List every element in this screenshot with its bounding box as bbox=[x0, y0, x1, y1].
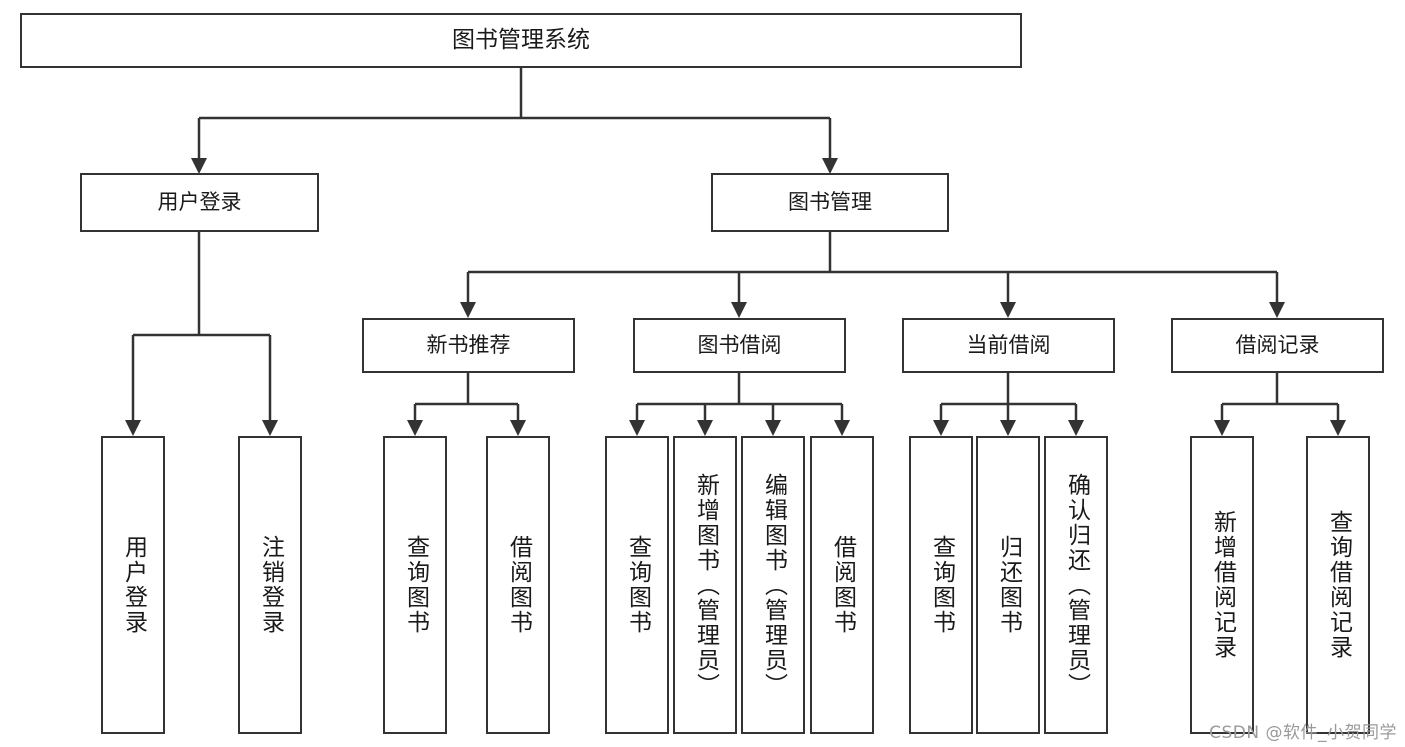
arrowhead-leaf11 bbox=[1068, 420, 1084, 436]
node-leaf-query-book-current[interactable]: 查询图书 bbox=[909, 436, 973, 734]
node-leaf-user-login-label: 用户登录 bbox=[120, 535, 147, 635]
node-leaf-add-borrow-record[interactable]: 新增借阅记录 bbox=[1190, 436, 1254, 734]
node-root-label: 图书管理系统 bbox=[452, 26, 590, 53]
arrowhead-current-borrow bbox=[1000, 302, 1016, 318]
node-leaf-query-borrow-record-label: 查询借阅记录 bbox=[1325, 510, 1352, 660]
node-user-login-label: 用户登录 bbox=[157, 189, 242, 214]
node-leaf-return-book[interactable]: 归还图书 bbox=[976, 436, 1040, 734]
node-user-login[interactable]: 用户登录 bbox=[80, 173, 319, 232]
arrowhead-leaf5 bbox=[629, 420, 645, 436]
arrowhead-user-login bbox=[191, 158, 207, 174]
node-current-borrow[interactable]: 当前借阅 bbox=[902, 318, 1115, 373]
arrowhead-leaf2 bbox=[262, 420, 278, 436]
node-root[interactable]: 图书管理系统 bbox=[20, 13, 1022, 68]
node-leaf-query-borrow-record[interactable]: 查询借阅记录 bbox=[1306, 436, 1370, 734]
node-leaf-logout-label: 注销登录 bbox=[257, 535, 284, 635]
node-book-borrow-label: 图书借阅 bbox=[697, 332, 782, 357]
node-book-manage[interactable]: 图书管理 bbox=[711, 173, 949, 232]
node-leaf-query-book-rec-label: 查询图书 bbox=[402, 535, 429, 635]
node-leaf-borrow-book[interactable]: 借阅图书 bbox=[810, 436, 874, 734]
node-leaf-query-book-rec[interactable]: 查询图书 bbox=[383, 436, 447, 734]
node-leaf-borrow-book-rec[interactable]: 借阅图书 bbox=[486, 436, 550, 734]
arrowhead-leaf9 bbox=[933, 420, 949, 436]
node-leaf-add-book-label: 新增图书（管理员） bbox=[692, 472, 719, 698]
node-leaf-edit-book[interactable]: 编辑图书（管理员） bbox=[741, 436, 805, 734]
node-leaf-confirm-return-label: 确认归还（管理员） bbox=[1063, 472, 1090, 698]
arrowhead-leaf8 bbox=[834, 420, 850, 436]
arrowhead-leaf7 bbox=[765, 420, 781, 436]
arrowhead-leaf3 bbox=[407, 420, 423, 436]
arrowhead-new-book-rec bbox=[460, 302, 476, 318]
arrowhead-borrow-record bbox=[1269, 302, 1285, 318]
arrowhead-book-borrow bbox=[731, 302, 747, 318]
node-leaf-query-book-borrow-label: 查询图书 bbox=[624, 535, 651, 635]
node-borrow-record-label: 借阅记录 bbox=[1235, 332, 1320, 357]
node-leaf-query-book-borrow[interactable]: 查询图书 bbox=[605, 436, 669, 734]
node-new-book-rec[interactable]: 新书推荐 bbox=[362, 318, 575, 373]
node-new-book-rec-label: 新书推荐 bbox=[426, 332, 511, 357]
node-leaf-user-login[interactable]: 用户登录 bbox=[101, 436, 165, 734]
arrowhead-leaf12 bbox=[1214, 420, 1230, 436]
arrowhead-leaf1 bbox=[125, 420, 141, 436]
node-leaf-add-book[interactable]: 新增图书（管理员） bbox=[673, 436, 737, 734]
node-borrow-record[interactable]: 借阅记录 bbox=[1171, 318, 1384, 373]
node-leaf-edit-book-label: 编辑图书（管理员） bbox=[760, 472, 787, 698]
node-book-borrow[interactable]: 图书借阅 bbox=[633, 318, 846, 373]
arrowhead-leaf10 bbox=[1000, 420, 1016, 436]
node-current-borrow-label: 当前借阅 bbox=[966, 332, 1051, 357]
node-book-manage-label: 图书管理 bbox=[788, 189, 872, 214]
csdn-watermark: CSDN @软件_小贺同学 bbox=[1209, 723, 1397, 743]
arrowhead-leaf13 bbox=[1330, 420, 1346, 436]
node-leaf-logout[interactable]: 注销登录 bbox=[238, 436, 302, 734]
node-leaf-confirm-return[interactable]: 确认归还（管理员） bbox=[1044, 436, 1108, 734]
node-leaf-borrow-book-rec-label: 借阅图书 bbox=[505, 535, 532, 635]
node-leaf-query-book-current-label: 查询图书 bbox=[928, 535, 955, 635]
arrowhead-leaf6 bbox=[697, 420, 713, 436]
node-leaf-add-borrow-record-label: 新增借阅记录 bbox=[1209, 510, 1236, 660]
arrowhead-leaf4 bbox=[510, 420, 526, 436]
node-leaf-return-book-label: 归还图书 bbox=[995, 535, 1022, 635]
arrowhead-book-manage bbox=[822, 158, 838, 174]
node-leaf-borrow-book-label: 借阅图书 bbox=[829, 535, 856, 635]
